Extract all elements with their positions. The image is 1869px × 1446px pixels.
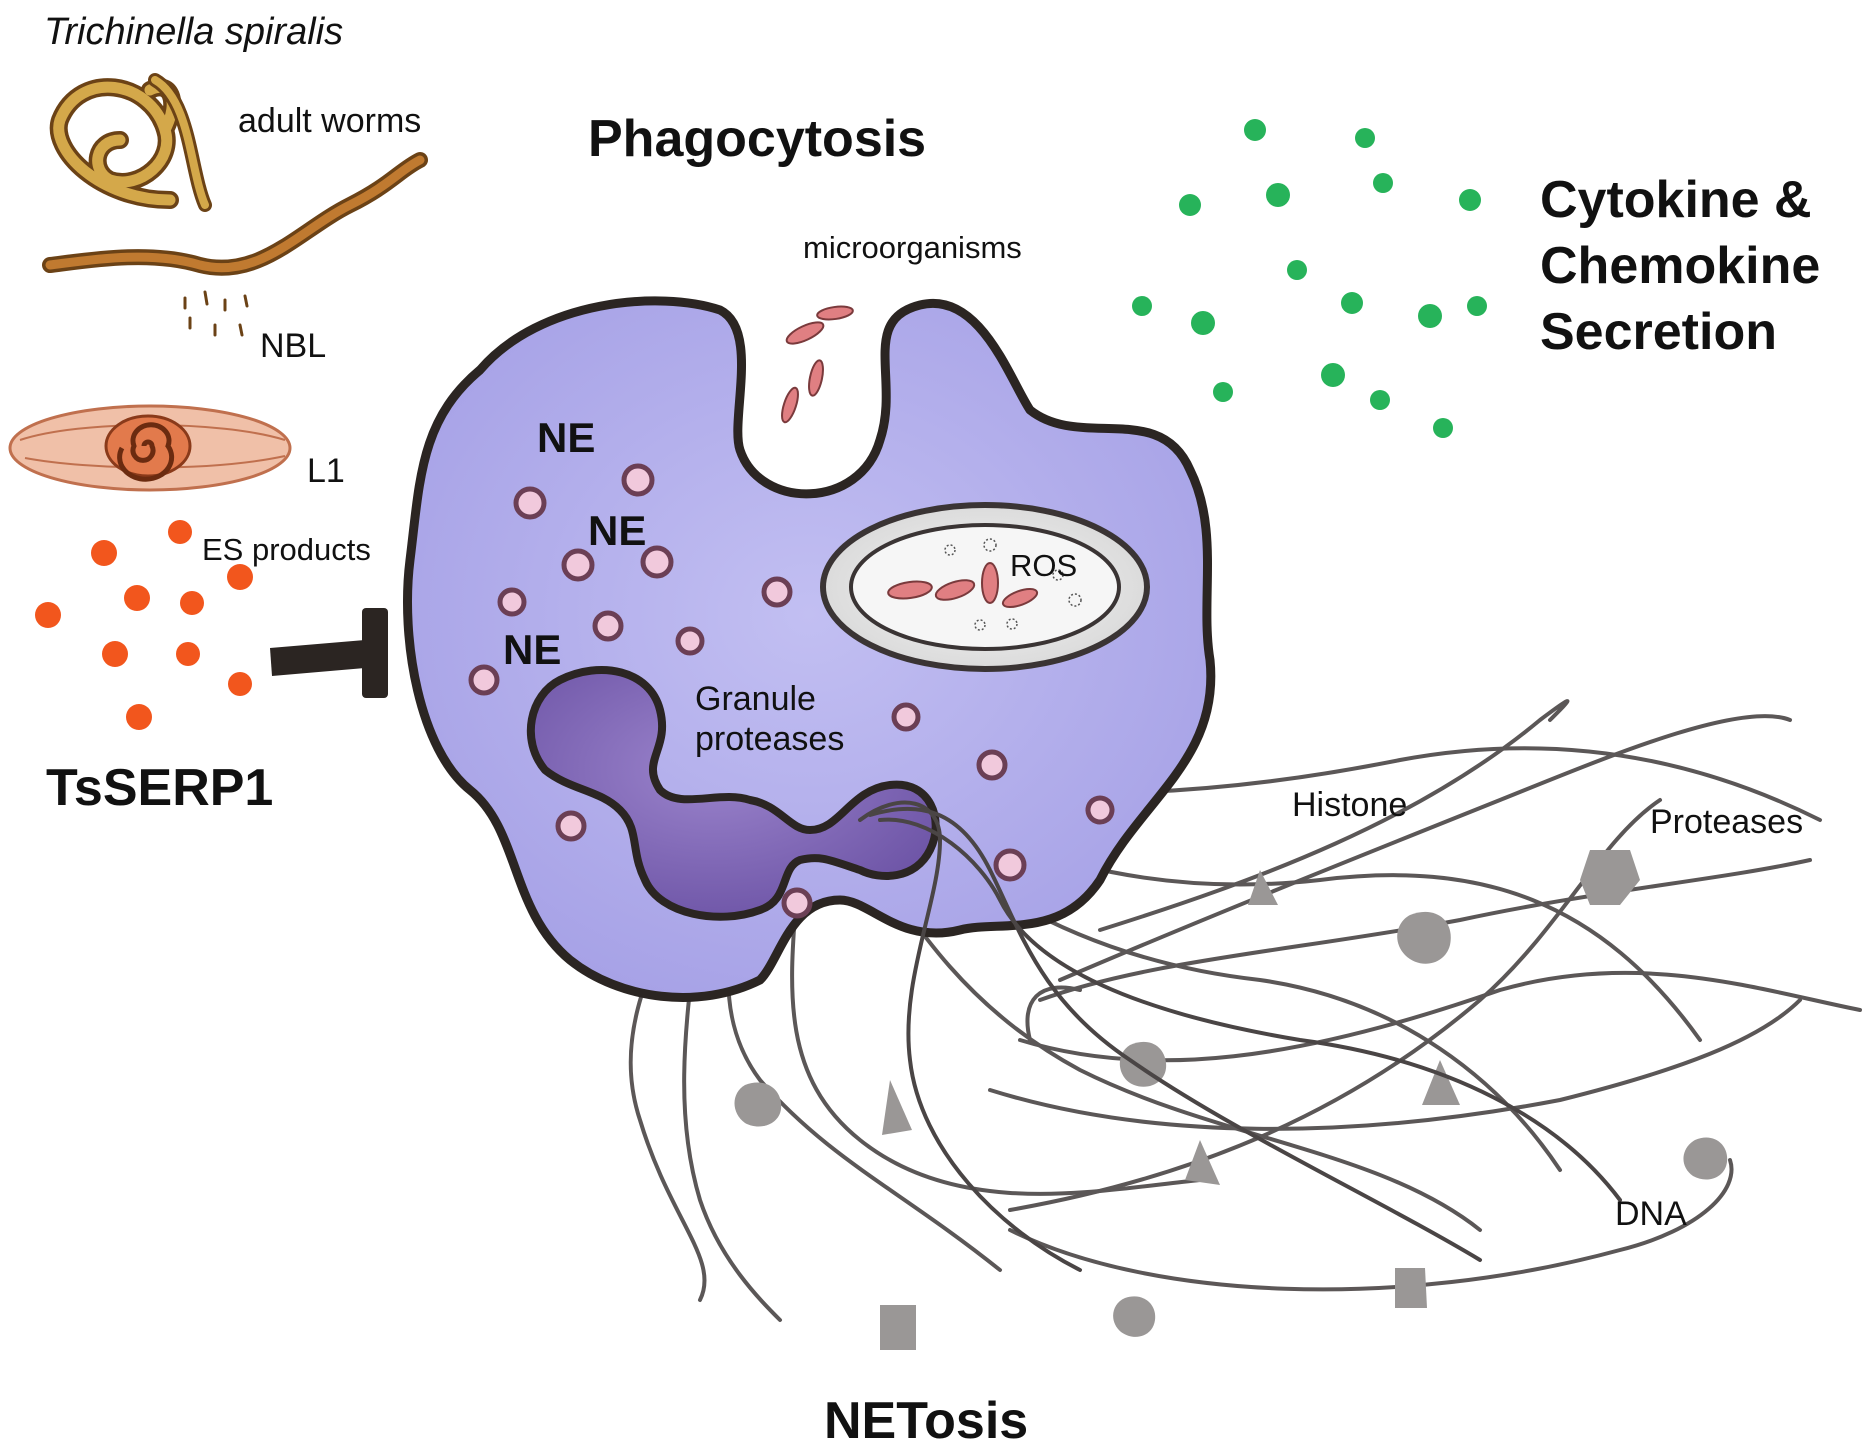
microorganisms-label: microorganisms [803, 230, 1022, 265]
ros-label: ROS [1010, 548, 1077, 583]
organism-label: Trichinella spiralis [44, 11, 343, 53]
nbl-label: NBL [260, 327, 326, 365]
proteases-label: Proteases [1650, 803, 1803, 841]
cytokine-label-line1: Cytokine & [1540, 171, 1812, 229]
phagosome [820, 502, 1150, 672]
adult-worm-icon [42, 73, 428, 337]
inhibition-bar-icon [270, 608, 388, 698]
net-fibers-front [858, 800, 1622, 1272]
phagocytosis-label: Phagocytosis [588, 110, 926, 168]
granule-label-line1: Granule [695, 680, 816, 718]
cytokine-label-line2: Chemokine [1540, 237, 1820, 295]
es-products-label: ES products [202, 532, 371, 567]
histone-label: Histone [1292, 786, 1407, 824]
adult-worms-label: adult worms [238, 102, 421, 140]
inhibitor-label: TsSERP1 [46, 759, 273, 817]
dna-label: DNA [1615, 1195, 1687, 1233]
es-product-dots [35, 520, 253, 730]
cytokine-label-line3: Secretion [1540, 303, 1777, 361]
l1-larva-icon [8, 404, 292, 492]
ne-label-3: NE [503, 626, 561, 673]
neutrophil-cell-icon [403, 296, 1216, 1002]
l1-label: L1 [307, 452, 345, 490]
netosis-label: NETosis [824, 1392, 1028, 1446]
granule-label-line2: proteases [695, 720, 844, 758]
ne-label-1: NE [537, 414, 595, 461]
microorganisms-shapes [781, 305, 854, 424]
granule-proteases-shape [526, 666, 940, 921]
ne-vesicles [468, 463, 1115, 919]
cytokine-dots [1132, 119, 1487, 438]
ne-label-2: NE [588, 507, 646, 554]
